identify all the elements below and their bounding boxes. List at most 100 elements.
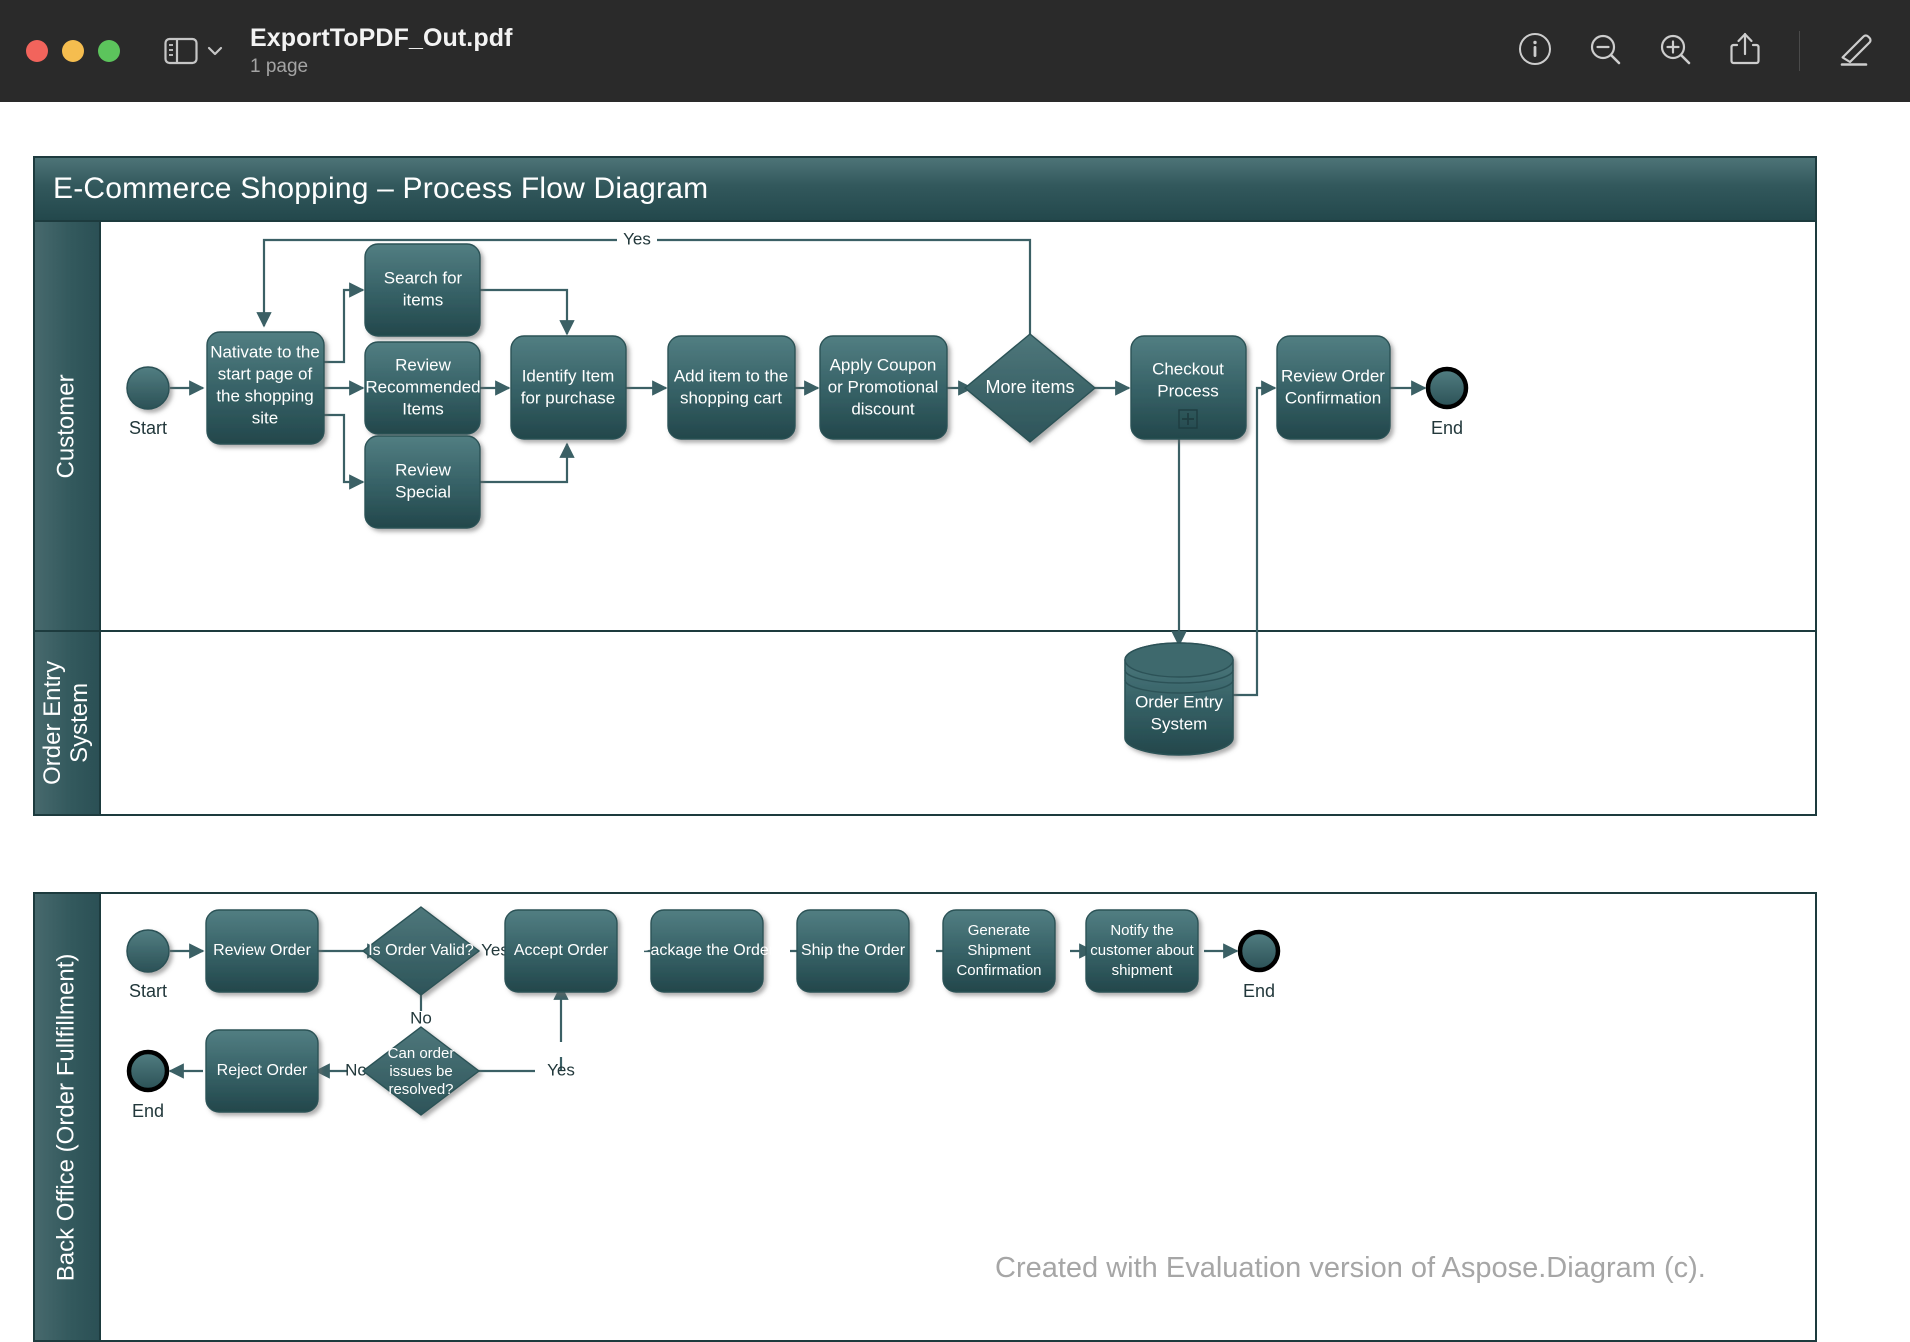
svg-text:shopping cart: shopping cart [680, 388, 782, 407]
label-end-back-office: End [1243, 981, 1275, 1001]
node-reject-order[interactable]: Reject Order [205, 1029, 319, 1113]
svg-text:Accept Order: Accept Order [514, 942, 609, 959]
node-package-the-order[interactable]: Package the Order [640, 909, 775, 993]
svg-text:Review: Review [395, 355, 451, 374]
svg-text:Checkout: Checkout [1152, 359, 1224, 378]
svg-text:Confirmation: Confirmation [1285, 388, 1381, 407]
close-window-button[interactable] [26, 40, 48, 62]
node-gateway-is-order-valid[interactable]: Is Order Valid? [361, 906, 481, 996]
share-icon[interactable] [1727, 30, 1763, 73]
svg-text:Nativate to the: Nativate to the [210, 342, 320, 361]
toolbar [1517, 30, 1876, 73]
node-search-for-items[interactable]: Search for items [364, 243, 481, 337]
lane-customer: Customer [35, 222, 1815, 630]
node-apply-coupon[interactable]: Apply Coupon or Promotional discount [819, 335, 948, 440]
evaluation-watermark: Created with Evaluation version of Aspos… [995, 1252, 1706, 1284]
info-icon[interactable] [1517, 31, 1553, 72]
sidebar-toggle-button[interactable] [164, 37, 224, 65]
lane-order-entry-system: Order Entry System [35, 632, 1815, 814]
svg-text:resolved?: resolved? [388, 1081, 453, 1098]
node-end-customer[interactable] [1425, 366, 1469, 410]
node-review-order[interactable]: Review Order [205, 909, 319, 993]
pdf-page-canvas: E-Commerce Shopping – Process Flow Diagr… [0, 102, 1910, 1342]
node-review-recommended-items[interactable]: Review Recommended Items [364, 341, 481, 435]
pool-ecommerce: E-Commerce Shopping – Process Flow Diagr… [33, 156, 1817, 816]
svg-text:Can order: Can order [388, 1045, 455, 1062]
svg-text:start page of: start page of [218, 364, 313, 383]
svg-text:issues be: issues be [389, 1063, 452, 1080]
edge-label-backdrop [617, 229, 657, 251]
edge-label-resolve-no: No [345, 1060, 367, 1079]
lane-divider [35, 630, 1815, 632]
edge-label-customer-loop-yes: Yes [623, 229, 651, 248]
lane-back-office: Back Office (Order Fullfillment) [35, 894, 1815, 1340]
svg-text:customer about: customer about [1090, 942, 1194, 959]
window-titlebar: ExportToPDF_Out.pdf 1 page [0, 0, 1910, 102]
maximize-window-button[interactable] [98, 40, 120, 62]
svg-text:Add item to the: Add item to the [674, 366, 788, 385]
node-accept-order[interactable]: Accept Order [504, 909, 618, 993]
svg-text:Package the Order: Package the Order [640, 942, 775, 959]
chevron-down-icon [206, 44, 224, 58]
label-end-rejected: End [132, 1101, 164, 1121]
svg-text:or Promotional: or Promotional [828, 377, 939, 396]
lane-header-customer: Customer [35, 222, 101, 630]
minimize-window-button[interactable] [62, 40, 84, 62]
node-review-order-confirmation[interactable]: Review Order Confirmation [1276, 335, 1391, 440]
node-generate-shipment-confirmation[interactable]: Generate Shipment Confirmation [942, 909, 1056, 993]
document-title-block: ExportToPDF_Out.pdf 1 page [250, 24, 513, 79]
node-gateway-more-items[interactable]: More items [963, 333, 1097, 443]
svg-text:the shopping: the shopping [216, 386, 313, 405]
svg-text:Confirmation: Confirmation [956, 962, 1041, 979]
svg-text:Review Order: Review Order [1281, 366, 1385, 385]
label-end-customer: End [1431, 418, 1463, 438]
pool-2-flow-layer: Yes No No Yes Start Review Order Is Orde… [126, 906, 1281, 1121]
svg-text:Order Entry: Order Entry [1135, 692, 1223, 711]
node-review-special[interactable]: Review Special [364, 435, 481, 529]
sidebar-icon [164, 37, 198, 65]
subprocess-plus-marker [1178, 409, 1198, 429]
svg-text:Notify the: Notify the [1110, 922, 1173, 939]
traffic-light-group [26, 40, 120, 62]
label-start-back-office: Start [129, 981, 167, 1001]
svg-text:Review: Review [395, 460, 451, 479]
lane-header-order-entry-system: Order Entry System [35, 632, 101, 814]
pool-1-flow-layer: Yes Start Nativate to the start page of … [126, 229, 1469, 756]
node-end-rejected[interactable] [126, 1049, 170, 1093]
diagram-title-banner: E-Commerce Shopping – Process Flow Diagr… [35, 158, 1815, 222]
node-notify-customer[interactable]: Notify the customer about shipment [1085, 909, 1199, 993]
lane-header-back-office: Back Office (Order Fullfillment) [35, 894, 101, 1340]
node-add-item-to-cart[interactable]: Add item to the shopping cart [667, 335, 796, 440]
svg-text:Apply Coupon: Apply Coupon [830, 355, 937, 374]
node-order-entry-system-datastore[interactable]: Order Entry System [1124, 642, 1234, 756]
node-navigate-start-page[interactable]: Nativate to the start page of the shoppi… [206, 331, 325, 445]
node-identify-item-for-purchase[interactable]: Identify Item for purchase [510, 335, 627, 440]
label-start-customer: Start [129, 418, 167, 438]
svg-text:Is Order Valid?: Is Order Valid? [368, 942, 474, 959]
edge-label-valid-no: No [410, 1008, 432, 1027]
markup-icon[interactable] [1836, 30, 1876, 73]
svg-text:site: site [252, 408, 278, 427]
edge-label-resolve-yes: Yes [547, 1060, 575, 1079]
svg-text:items: items [403, 290, 444, 309]
zoom-out-icon[interactable] [1587, 31, 1623, 72]
node-ship-the-order[interactable]: Ship the Order [796, 909, 910, 993]
svg-text:Shipment: Shipment [967, 942, 1031, 959]
svg-text:Generate: Generate [968, 922, 1031, 939]
document-page-count: 1 page [250, 56, 309, 78]
svg-text:System: System [1151, 714, 1208, 733]
svg-text:Review Order: Review Order [213, 942, 311, 959]
node-start-back-office[interactable] [126, 929, 170, 973]
node-checkout-process[interactable]: Checkout Process [1130, 335, 1247, 440]
svg-text:Items: Items [402, 399, 444, 418]
node-gateway-can-order-issues-be-resolved[interactable]: Can order issues be resolved? [361, 1026, 481, 1116]
svg-text:discount: discount [851, 399, 915, 418]
svg-text:for purchase: for purchase [521, 388, 616, 407]
zoom-in-icon[interactable] [1657, 31, 1693, 72]
pool-back-office: Back Office (Order Fullfillment) [33, 892, 1817, 1342]
node-end-back-office[interactable] [1237, 929, 1281, 973]
svg-text:Ship the Order: Ship the Order [801, 942, 906, 959]
toolbar-divider [1799, 31, 1800, 71]
page-title: E-Commerce Shopping – Process Flow Diagr… [53, 172, 709, 205]
node-start-customer[interactable] [126, 366, 170, 410]
